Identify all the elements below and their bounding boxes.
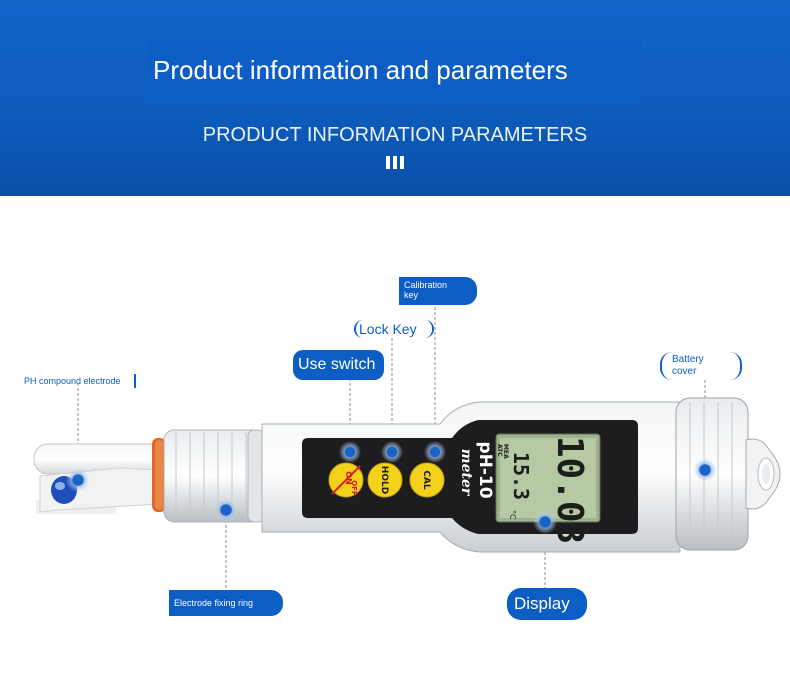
page-subtitle: PRODUCT INFORMATION PARAMETERS bbox=[202, 124, 588, 146]
label-lock-key: Lock Key bbox=[354, 320, 434, 338]
label-calibration-key: Calibration key bbox=[399, 277, 477, 305]
hold-button: HOLD bbox=[367, 462, 403, 498]
lcd-atc: ATC bbox=[496, 444, 503, 457]
meter-word: meter bbox=[458, 449, 474, 497]
lcd-mea: MEA bbox=[502, 444, 509, 459]
label-display: Display bbox=[507, 588, 587, 620]
label-use-switch: Use switch bbox=[293, 350, 384, 380]
title-box bbox=[148, 40, 641, 104]
dot-switch bbox=[339, 441, 361, 463]
page-title: Product information and parameters bbox=[153, 55, 568, 85]
svg-text:ON: ON bbox=[344, 471, 353, 485]
dot-battery bbox=[693, 458, 717, 482]
dot-cal bbox=[424, 441, 446, 463]
lcd-temp-unit: °C bbox=[508, 510, 517, 520]
svg-text:CAL: CAL bbox=[421, 470, 431, 490]
label-battery-cover: Battery cover bbox=[660, 352, 742, 380]
label-ph-electrode: PH compound electrode bbox=[24, 374, 136, 388]
divider-bars bbox=[386, 156, 406, 170]
label-electrode-ring: Electrode fixing ring bbox=[169, 590, 283, 616]
model-label: pH-10 bbox=[475, 441, 495, 498]
dot-ring bbox=[214, 498, 238, 522]
cal-button: CAL bbox=[409, 462, 445, 498]
svg-text:OFF: OFF bbox=[350, 480, 358, 496]
power-button: ON OFF bbox=[328, 462, 364, 498]
dot-electrode bbox=[66, 468, 90, 492]
dot-hold bbox=[381, 441, 403, 463]
lcd-temp-reading: 15.3 bbox=[509, 452, 533, 500]
svg-text:HOLD: HOLD bbox=[379, 466, 389, 494]
dot-display bbox=[533, 510, 557, 534]
